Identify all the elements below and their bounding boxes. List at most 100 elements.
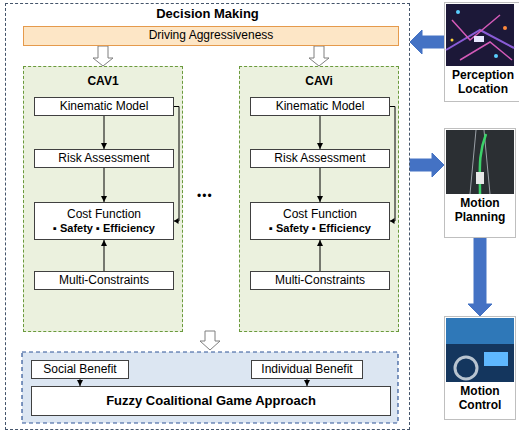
arrow-body (410, 30, 444, 54)
agent-group: CAV1Kinematic ModelRisk AssessmentCost F… (23, 66, 183, 332)
arrow-body (468, 238, 492, 316)
node-text: Driving Aggressiveness (149, 29, 274, 43)
node-text: CAV1 (87, 75, 118, 89)
connector (174, 107, 179, 225)
box-fill (31, 360, 129, 379)
arrow-head (390, 218, 395, 224)
node-text: Risk Assessment (274, 152, 365, 166)
point (503, 26, 507, 30)
image-ground (446, 318, 514, 382)
node-text: Kinematic Model (60, 100, 149, 114)
node-text: Risk Assessment (58, 152, 149, 166)
planned-path (480, 134, 486, 194)
box-fill (250, 202, 390, 240)
box-fill (34, 202, 174, 240)
box-fill (23, 26, 399, 46)
input-bar: Driving Aggressiveness (23, 26, 399, 46)
connector (390, 107, 395, 225)
control-image (446, 318, 514, 382)
node-text: Cost Function (283, 208, 357, 222)
connector (101, 116, 107, 149)
flow-arrow (468, 238, 492, 316)
point (494, 54, 498, 58)
ellipsis-mark: ••• (197, 189, 213, 203)
windshield (446, 318, 514, 344)
flow-arrow (410, 30, 444, 54)
steering-wheel (455, 357, 477, 379)
process-box: Risk Assessment (34, 149, 174, 168)
arrow-head (174, 218, 179, 224)
coalition-panel (22, 352, 398, 423)
vehicle-mark (476, 172, 484, 184)
hollow-arrow (93, 46, 113, 66)
method-box: Fuzzy Coalitional Game Approach (31, 386, 391, 416)
connector-line (174, 107, 179, 222)
process-box: Cost Function▪ Safety ▪ Efficiency (34, 202, 174, 240)
scan-line (452, 15, 512, 60)
connector (101, 168, 107, 202)
box-fill (250, 97, 390, 116)
box-fill (34, 149, 174, 168)
node-subtext: ▪ Safety ▪ Efficiency (53, 222, 155, 235)
point (456, 10, 460, 14)
hollow-arrow (309, 46, 329, 66)
node-text: Motion Planning (449, 197, 511, 225)
arrow-body (309, 46, 329, 66)
connector (317, 168, 323, 202)
scan-line (446, 30, 514, 50)
node-subtext: ▪ Safety ▪ Efficiency (269, 222, 371, 235)
box-fill (239, 66, 399, 332)
connector (317, 240, 323, 271)
module-card: Perception Location (444, 2, 519, 102)
image-ground (446, 4, 514, 66)
box-fill (250, 149, 390, 168)
road-edge (470, 130, 490, 194)
box-fill (34, 97, 174, 116)
image-ground (446, 130, 514, 194)
arrow-head (101, 240, 107, 246)
module-card: Motion Control (444, 316, 516, 420)
arrow-head (317, 240, 323, 246)
hollow-arrow (200, 331, 220, 350)
node-text: Motion Control (449, 385, 511, 413)
arrow-body (410, 153, 444, 177)
box-fill (34, 271, 174, 290)
node-text: Individual Benefit (261, 363, 352, 377)
process-box: Kinematic Model (250, 97, 390, 116)
process-box: Cost Function▪ Safety ▪ Efficiency (250, 202, 390, 240)
box-fill (250, 271, 390, 290)
process-box: Risk Assessment (250, 149, 390, 168)
connector (304, 379, 310, 386)
vehicle-mark (474, 36, 484, 42)
process-box: Multi-Constraints (250, 271, 390, 290)
node-text: CAVi (305, 75, 333, 89)
group-frame: Decision MakingDriving AggressivenessCAV… (5, 3, 410, 430)
node-text: Fuzzy Coalitional Game Approach (106, 394, 316, 409)
point (451, 39, 454, 42)
connector-line (390, 107, 395, 222)
perception-image (446, 4, 514, 66)
planning-image (446, 130, 514, 194)
box-fill (23, 66, 183, 332)
node-text: Kinematic Model (276, 100, 365, 114)
node-text: Multi-Constraints (59, 274, 149, 288)
agent-group: CAViKinematic ModelRisk AssessmentCost F… (239, 66, 399, 332)
arrow-body (93, 46, 113, 66)
connector (77, 379, 83, 386)
flow-arrow (410, 153, 444, 177)
benefit-box: Social Benefit (31, 360, 129, 379)
process-box: Kinematic Model (34, 97, 174, 116)
dash-screen (484, 352, 508, 366)
benefit-box: Individual Benefit (251, 360, 363, 379)
box-fill (251, 360, 363, 379)
process-box: Multi-Constraints (34, 271, 174, 290)
node-text: Multi-Constraints (275, 274, 365, 288)
connector (317, 116, 323, 149)
module-card: Motion Planning (444, 128, 516, 238)
node-text: Perception Location (449, 69, 517, 97)
connector (101, 240, 107, 271)
node-text: Cost Function (67, 208, 141, 222)
node-text: Social Benefit (43, 363, 116, 377)
box-fill (31, 386, 391, 416)
node-text: Decision Making (156, 7, 259, 22)
